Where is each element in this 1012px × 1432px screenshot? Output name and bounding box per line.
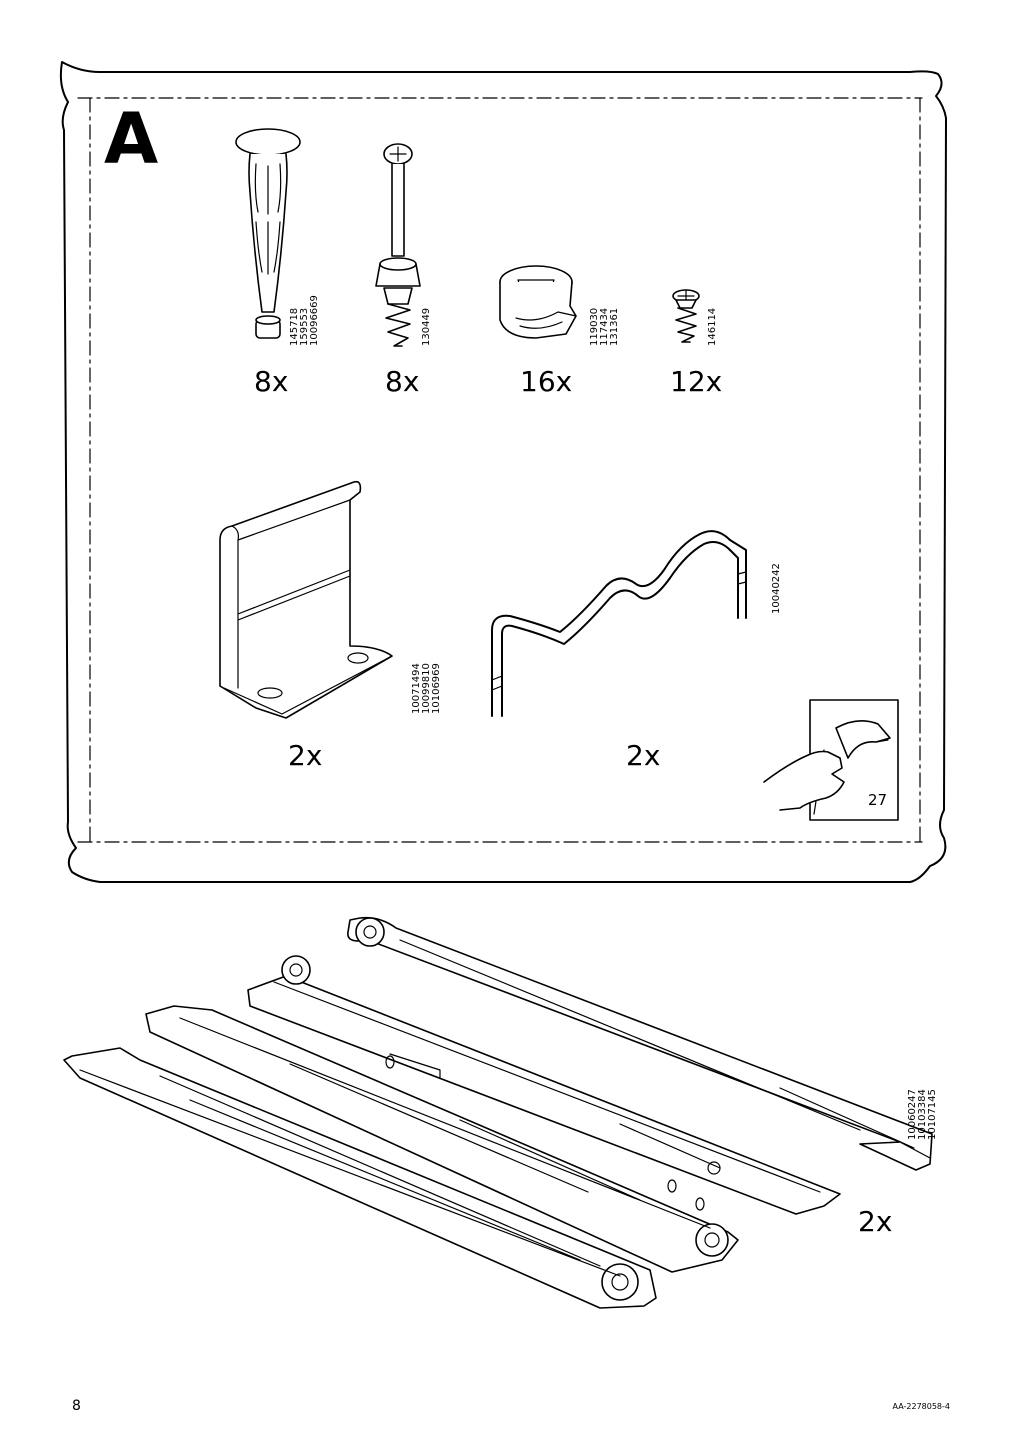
- hardware-bag-outline: [59, 61, 947, 883]
- cam-lock-illustration: [499, 265, 577, 339]
- wire-handle-quantity: 2x: [626, 739, 661, 772]
- bracket-illustration: [219, 480, 393, 719]
- drawer-runners-illustration: [63, 916, 933, 1309]
- connector-bolt-quantity: 8x: [385, 365, 420, 398]
- bag-label: A: [104, 98, 159, 180]
- page-number: 8: [72, 1398, 81, 1414]
- wooden-dowel-codes: 145718 159553 10096669: [289, 295, 320, 346]
- screw-codes: 146114: [707, 307, 718, 346]
- screw-illustration: [672, 289, 700, 343]
- turn-page-icon: [763, 699, 899, 821]
- drawer-runners-codes: 10060247 10103384 10107145: [907, 1089, 938, 1140]
- wire-handle-illustration: [491, 530, 747, 717]
- cam-lock-quantity: 16x: [520, 365, 573, 398]
- drawer-runners-quantity: 2x: [858, 1205, 893, 1238]
- bracket-codes: 10071494 10099810 10106969: [411, 663, 442, 714]
- screw-quantity: 12x: [670, 365, 723, 398]
- see-page-number: 27: [868, 791, 888, 809]
- bracket-quantity: 2x: [288, 739, 323, 772]
- wooden-dowel-quantity: 8x: [254, 365, 289, 398]
- wire-handle-codes: 10040242: [771, 563, 782, 614]
- wooden-dowel-illustration: [235, 128, 301, 339]
- connector-bolt-codes: 130449: [421, 307, 432, 346]
- cam-lock-codes: 119030 117434 131361: [589, 307, 620, 346]
- connector-bolt-illustration: [375, 143, 421, 347]
- document-code: AA-2278058-4: [892, 1402, 950, 1411]
